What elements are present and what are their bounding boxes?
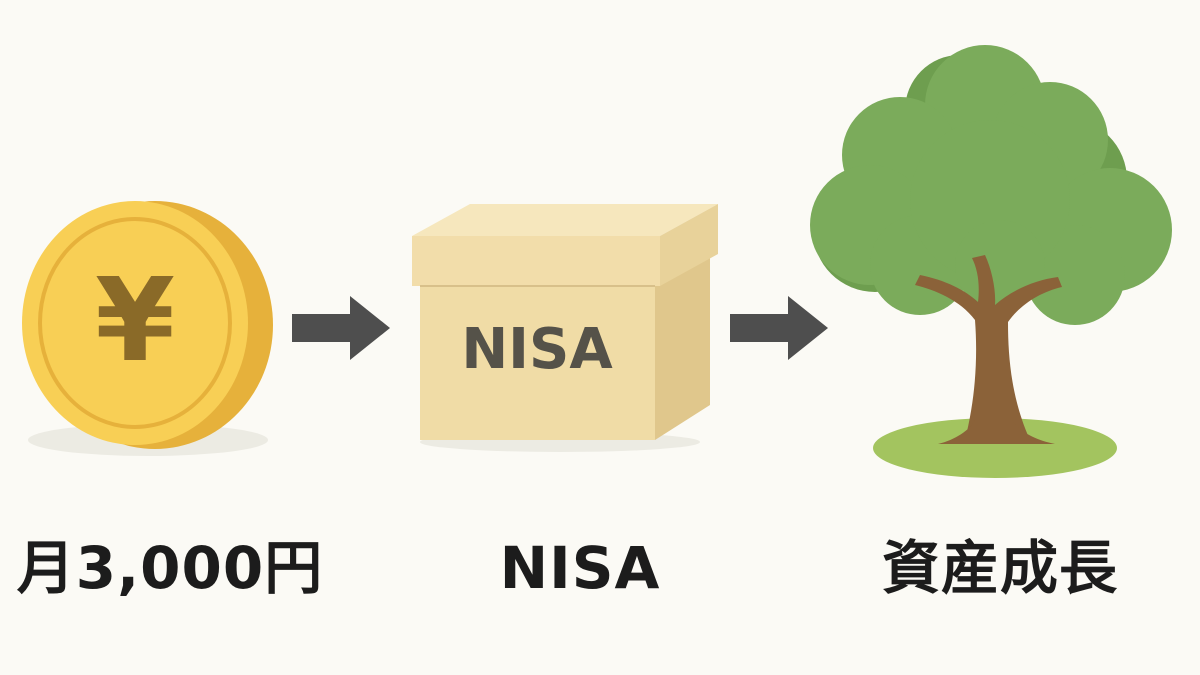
nisa-box-icon: NISA bbox=[412, 204, 718, 452]
caption-asset-growth: 資産成長 bbox=[881, 534, 1118, 602]
box-label: NISA bbox=[461, 317, 613, 382]
caption-monthly-amount: 月3,000円 bbox=[16, 534, 324, 602]
arrow-right-icon bbox=[292, 296, 390, 360]
yen-symbol: ¥ bbox=[95, 254, 175, 388]
caption-nisa: NISA bbox=[499, 534, 661, 602]
yen-coin-icon: ¥ bbox=[22, 201, 273, 456]
tree-icon bbox=[810, 45, 1172, 478]
arrow-right-icon bbox=[730, 296, 828, 360]
